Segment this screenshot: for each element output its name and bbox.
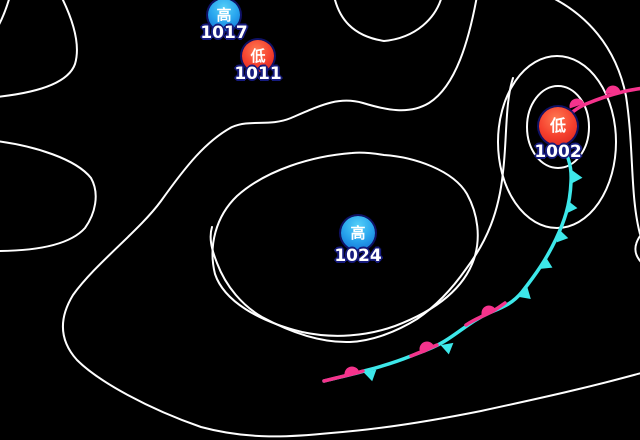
cold-front-triangle (540, 257, 556, 274)
cold-front-triangle (566, 200, 579, 215)
isobar (497, 55, 617, 229)
cold-front-triangle (440, 342, 456, 356)
low-pressure-icon: 低 (539, 107, 577, 145)
isobar (211, 151, 479, 337)
pressure-value: 1017 (200, 23, 248, 43)
isobar (0, 0, 78, 98)
pressure-symbol: 高 (216, 5, 232, 24)
pressure-value: 1011 (234, 64, 282, 84)
cold-front-triangle (518, 287, 536, 304)
isobar (334, 0, 442, 43)
isobar (554, 0, 640, 263)
isobar (0, 140, 97, 252)
isobar (61, 0, 640, 438)
pressure-value: 1024 (334, 246, 382, 266)
high-pressure-icon: 高 (208, 0, 240, 31)
high-pressure-icon: 高 (341, 216, 375, 250)
pressure-symbol: 低 (549, 116, 566, 135)
warm-front-line (558, 86, 640, 126)
isobar (0, 0, 10, 25)
isobar (526, 85, 590, 169)
cold-front-triangle (571, 170, 583, 185)
pressure-value: 1002 (534, 142, 582, 162)
pressure-symbol: 低 (250, 46, 266, 65)
low-pressure-icon: 低 (242, 40, 274, 72)
isobar (209, 77, 514, 344)
pressure-symbol: 高 (350, 223, 366, 242)
stationary-front-warm-segment (322, 369, 365, 383)
